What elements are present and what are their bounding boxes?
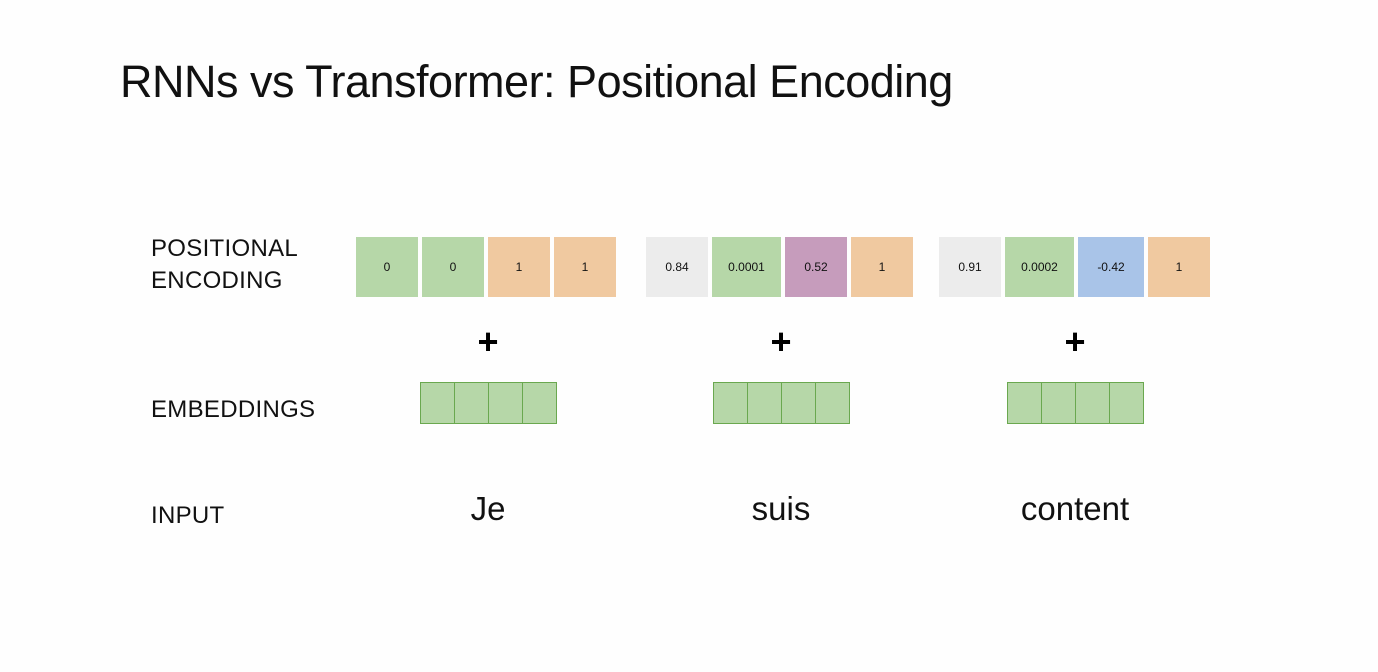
pe-cell-value: 1 [515,260,523,274]
embedding-cell [1042,383,1076,423]
embedding-cell [748,383,782,423]
pe-cell-value: -0.42 [1097,260,1125,274]
pe-cell-value: 1 [581,260,589,274]
pe-cell: 1 [851,237,913,297]
pe-cell: 0 [356,237,418,297]
input-word-je: Je [470,490,506,527]
pe-cell: 1 [1148,237,1210,297]
embedding-vector-je [420,382,557,424]
embedding-cell [455,383,489,423]
pe-cell-value: 0.84 [665,260,689,274]
pe-cell-value: 0.52 [804,260,828,274]
input-label: INPUT [151,502,225,529]
pe-cell: 1 [488,237,550,297]
embedding-cell [421,383,455,423]
positional-encoding-label-line2: ENCODING [151,267,283,294]
pe-cell-value: 0.0002 [1021,260,1058,274]
slide-title: RNNs vs Transformer: Positional Encoding [120,56,953,107]
embedding-cell [523,383,556,423]
positional-encoding-vector-je: 0 0 1 1 [356,237,616,297]
embeddings-label: EMBEDDINGS [151,396,316,423]
embedding-cell [489,383,523,423]
pe-cell: 1 [554,237,616,297]
input-word-content: content [1020,490,1130,527]
embedding-cell [1110,383,1143,423]
embedding-vector-suis [713,382,850,424]
pe-cell: 0.52 [785,237,847,297]
positional-encoding-vector-content: 0.91 0.0002 -0.42 1 [939,237,1210,297]
embedding-cell [714,383,748,423]
embedding-cell [1008,383,1042,423]
pe-cell: -0.42 [1078,237,1144,297]
pe-cell: 0.0002 [1005,237,1074,297]
pe-cell-value: 0.91 [958,260,982,274]
positional-encoding-label: POSITIONAL ENCODING [151,233,298,297]
pe-cell-value: 1 [878,260,886,274]
input-word-suis: suis [751,490,811,527]
embedding-vector-content [1007,382,1144,424]
pe-cell: 0.91 [939,237,1001,297]
plus-icon: + [477,321,499,362]
positional-encoding-vector-suis: 0.84 0.0001 0.52 1 [646,237,913,297]
pe-cell: 0.84 [646,237,708,297]
embedding-cell [782,383,816,423]
positional-encoding-label-line1: POSITIONAL [151,235,299,262]
embedding-cell [1076,383,1110,423]
pe-cell-value: 1 [1175,260,1183,274]
pe-cell-value: 0 [383,260,391,274]
plus-icon: + [1064,321,1086,362]
pe-cell-value: 0.0001 [728,260,765,274]
pe-cell-value: 0 [449,260,457,274]
pe-cell: 0.0001 [712,237,781,297]
plus-icon: + [770,321,792,362]
embedding-cell [816,383,849,423]
pe-cell: 0 [422,237,484,297]
